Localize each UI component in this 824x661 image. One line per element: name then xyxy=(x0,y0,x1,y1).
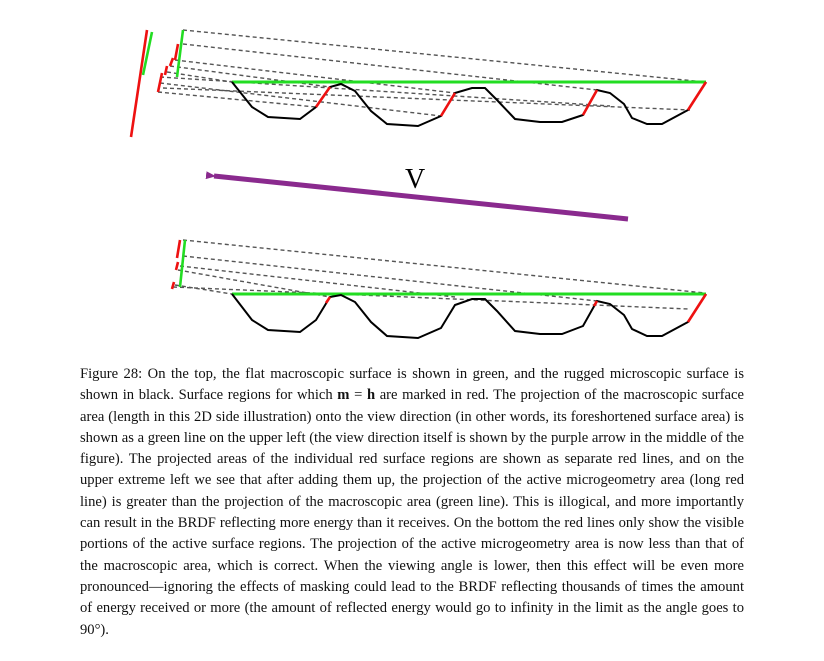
caption-text-2: are marked in red. The projection of the… xyxy=(80,387,744,638)
view-arrow xyxy=(205,171,629,222)
caption-h-vector: h xyxy=(366,387,376,404)
top-diagram xyxy=(129,29,708,138)
caption-text-1: On the top, the flat macroscopic surface… xyxy=(80,366,744,404)
figure-caption: Figure 28: On the top, the flat macrosco… xyxy=(80,364,744,641)
bottom-projections xyxy=(170,239,187,290)
figure-number: Figure 28: xyxy=(80,366,143,382)
green-macro-projection-bottom xyxy=(178,239,187,288)
caption-equals: = xyxy=(349,387,367,404)
long-red-projection xyxy=(129,29,149,138)
red-projection-bottom xyxy=(175,239,182,259)
green-macro-projection-short xyxy=(175,29,185,78)
top-projections xyxy=(129,29,185,138)
view-label: V xyxy=(405,164,425,195)
bottom-diagram xyxy=(170,239,708,340)
view-direction: V xyxy=(205,164,629,222)
green-macro-projection xyxy=(141,31,154,76)
bottom-projection-lines xyxy=(172,239,706,310)
top-micro-surface xyxy=(231,81,707,128)
figure-illustration: V xyxy=(129,29,708,340)
caption-m-vector: m xyxy=(337,387,350,404)
bottom-active-regions xyxy=(324,293,708,323)
top-active-regions xyxy=(314,81,708,117)
bottom-micro-surface xyxy=(231,293,707,340)
